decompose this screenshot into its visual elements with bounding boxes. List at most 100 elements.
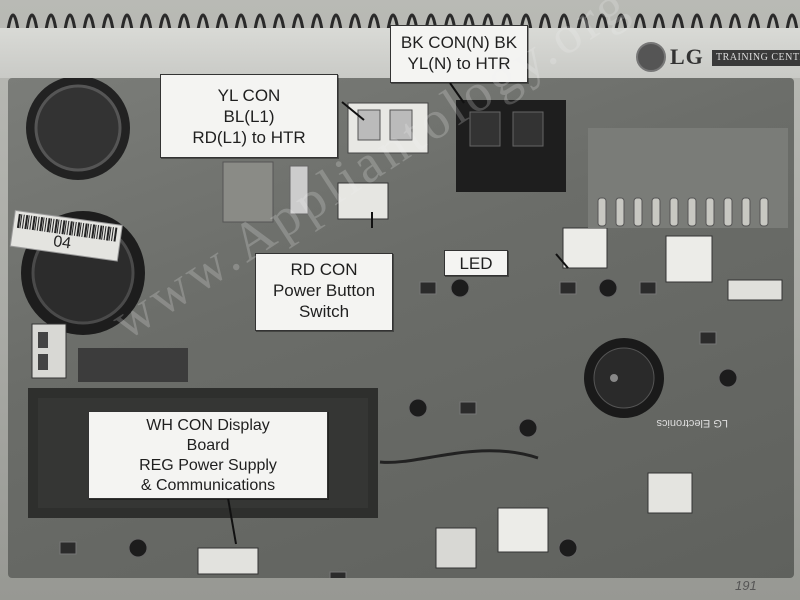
resistor bbox=[741, 197, 751, 227]
spiral-coil bbox=[139, 13, 153, 31]
spiral-coil bbox=[747, 13, 761, 31]
barcode-bar bbox=[103, 226, 107, 241]
spiral-coil bbox=[6, 13, 20, 31]
spiral-coil bbox=[234, 13, 248, 31]
capacitor-sticker-text: 04 bbox=[52, 233, 72, 252]
resistor bbox=[669, 197, 679, 227]
manufacturer-silkscreen: LG Electronics bbox=[656, 417, 728, 429]
spiral-coil bbox=[766, 13, 780, 31]
bottom-connector bbox=[197, 547, 259, 575]
wire-loop bbox=[379, 449, 539, 464]
callout-line: YL CON bbox=[217, 86, 281, 105]
training-center-label: TRAINING CENTER bbox=[712, 50, 800, 66]
callout-line: BK CON(N) BK bbox=[400, 33, 518, 52]
barcode-bar bbox=[81, 222, 85, 237]
connector-white bbox=[665, 235, 713, 283]
spiral-coil bbox=[690, 13, 704, 31]
resistor bbox=[687, 197, 697, 227]
callout-wh-con: WH CON Display Board REG Power Supply & … bbox=[88, 411, 328, 499]
spiral-coil bbox=[595, 13, 609, 31]
barcode-bar bbox=[76, 222, 81, 237]
spiral-coil bbox=[177, 13, 191, 31]
left-connector bbox=[31, 323, 67, 379]
barcode-bar bbox=[39, 217, 44, 232]
barcode-bar bbox=[41, 217, 45, 232]
small-capacitor bbox=[598, 278, 618, 298]
barcode-bar bbox=[29, 215, 33, 230]
barcode-bar bbox=[83, 223, 88, 238]
capacitor-large-top bbox=[34, 84, 122, 172]
callout-line: Board bbox=[186, 437, 230, 454]
barcode-bar bbox=[66, 220, 70, 235]
barcode-bar bbox=[44, 217, 48, 232]
barcode-bar bbox=[54, 219, 58, 234]
connector-white bbox=[727, 279, 783, 301]
callout-line: Switch bbox=[298, 302, 350, 321]
barcode-bar bbox=[73, 221, 77, 236]
transformer bbox=[222, 161, 274, 223]
resistor bbox=[651, 197, 661, 227]
circuit-board-photo: 04 bbox=[8, 78, 794, 578]
spiral-coil bbox=[101, 13, 115, 31]
callout-line: REG Power Supply bbox=[139, 457, 277, 474]
callout-bk-con: BK CON(N) BK YL(N) to HTR bbox=[390, 25, 528, 83]
barcode-bar bbox=[96, 225, 100, 240]
resistor bbox=[597, 197, 607, 227]
barcode-bar bbox=[68, 221, 73, 236]
spiral-coil bbox=[310, 13, 324, 31]
pointer-arrow bbox=[555, 253, 569, 269]
barcode-bar bbox=[36, 216, 40, 231]
small-capacitor bbox=[408, 398, 428, 418]
spiral-coil bbox=[329, 13, 343, 31]
small-component bbox=[699, 331, 717, 345]
small-component bbox=[329, 571, 347, 578]
callout-line: & Communications bbox=[140, 477, 276, 494]
spiral-coil bbox=[652, 13, 666, 31]
spiral-coil bbox=[291, 13, 305, 31]
small-component bbox=[419, 281, 437, 295]
spiral-coil bbox=[272, 13, 286, 31]
barcode-bar bbox=[78, 222, 82, 237]
resistor bbox=[615, 197, 625, 227]
callout-line: RD(L1) to HTR bbox=[192, 128, 306, 147]
heatsink-block bbox=[78, 348, 188, 382]
callout-line: RD CON bbox=[290, 260, 358, 279]
small-capacitor bbox=[718, 368, 738, 388]
lg-logo: LG bbox=[636, 42, 704, 72]
barcode-bar bbox=[113, 227, 118, 242]
resistor bbox=[723, 197, 733, 227]
lg-logo-icon bbox=[636, 42, 666, 72]
barcode-bar bbox=[24, 214, 29, 230]
barcode-bar bbox=[63, 220, 67, 235]
small-component bbox=[459, 401, 477, 415]
spiral-coil bbox=[253, 13, 267, 31]
small-component bbox=[639, 281, 657, 295]
barcode-bar bbox=[51, 218, 55, 233]
barcode-bar bbox=[71, 221, 75, 236]
callout-led: LED bbox=[444, 250, 508, 276]
barcode-bar bbox=[98, 225, 103, 240]
circuit-board-illustration: 04 bbox=[9, 78, 788, 578]
spiral-coil bbox=[576, 13, 590, 31]
spiral-coil bbox=[557, 13, 571, 31]
spiral-coil bbox=[614, 13, 628, 31]
callout-line: WH CON Display bbox=[146, 417, 270, 434]
spiral-coil bbox=[728, 13, 742, 31]
barcode-bar bbox=[61, 220, 66, 235]
spiral-coil bbox=[633, 13, 647, 31]
small-capacitor bbox=[518, 418, 538, 438]
page-number: 191 bbox=[735, 578, 757, 593]
bottom-connector bbox=[497, 507, 549, 553]
barcode-bar bbox=[26, 215, 30, 230]
barcode-bar bbox=[108, 226, 112, 241]
spiral-coil bbox=[348, 13, 362, 31]
small-component bbox=[559, 281, 577, 295]
small-capacitor bbox=[558, 538, 578, 558]
callout-line: Power Button bbox=[272, 281, 376, 300]
lg-logo-text: LG bbox=[670, 44, 704, 69]
small-capacitor bbox=[128, 538, 148, 558]
barcode-bar bbox=[106, 226, 110, 241]
spiral-coil bbox=[538, 13, 552, 31]
barcode-bar bbox=[56, 219, 60, 234]
